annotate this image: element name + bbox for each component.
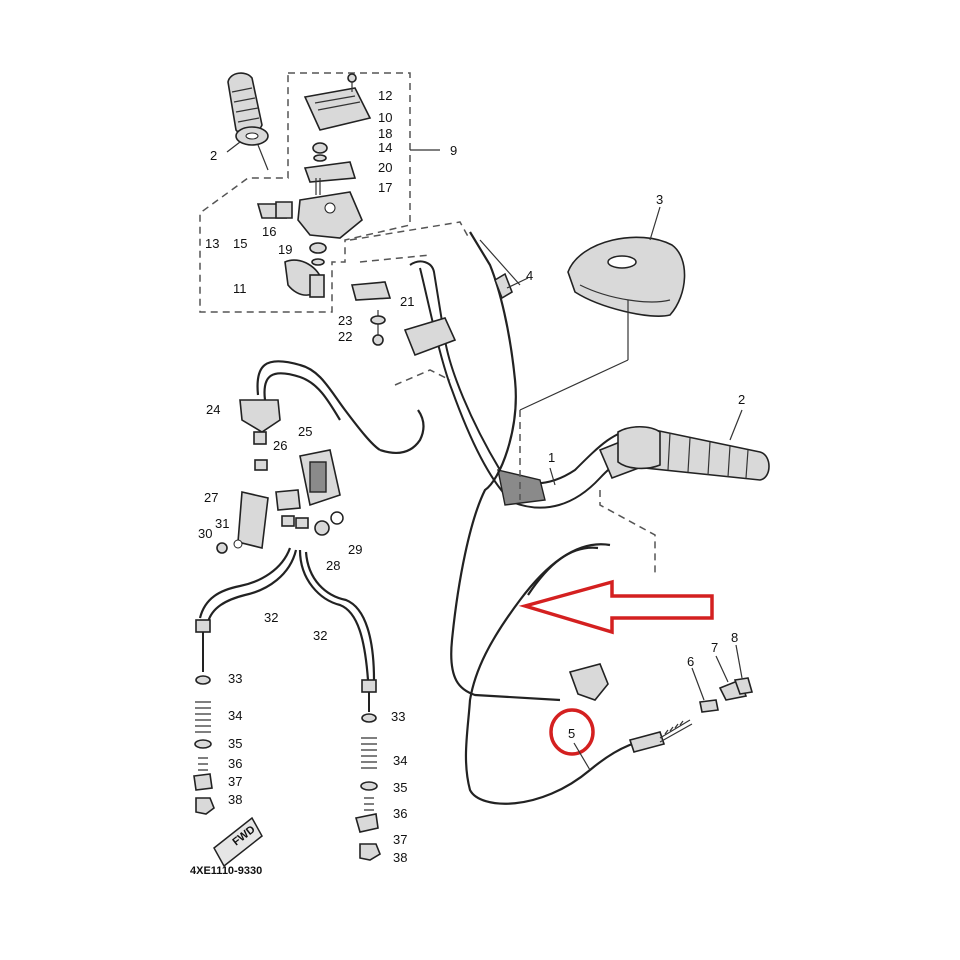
lever-perch-assembly xyxy=(256,73,392,346)
cover-3 xyxy=(567,236,686,317)
callouts: 1223456789101112131415161718192021222324… xyxy=(198,88,745,865)
callout-28: 28 xyxy=(326,558,340,573)
callout-35: 35 xyxy=(393,780,407,795)
callout-34: 34 xyxy=(228,708,242,723)
callout-6: 6 xyxy=(687,654,694,669)
callout-3: 3 xyxy=(656,192,663,207)
callout-37: 37 xyxy=(228,774,242,789)
callout-10: 10 xyxy=(378,110,392,125)
callout-22: 22 xyxy=(338,329,352,344)
callout-2: 2 xyxy=(738,392,745,407)
callout-32: 32 xyxy=(264,610,278,625)
callout-31: 31 xyxy=(215,516,229,531)
leader-3 xyxy=(649,206,661,241)
callout-8: 8 xyxy=(731,630,738,645)
callout-15: 15 xyxy=(233,236,247,251)
callout-2: 2 xyxy=(210,148,217,163)
callout-13: 13 xyxy=(205,236,219,251)
callout-33: 33 xyxy=(228,671,242,686)
callout-19: 19 xyxy=(278,242,292,257)
callout-5: 5 xyxy=(568,726,575,741)
callout-38: 38 xyxy=(228,792,242,807)
leader-1 xyxy=(549,467,556,486)
callout-36: 36 xyxy=(393,806,407,821)
right-grip xyxy=(617,425,770,481)
callout-11: 11 xyxy=(233,281,247,296)
callout-36: 36 xyxy=(228,756,242,771)
leader-2-right xyxy=(729,409,743,441)
callout-12: 12 xyxy=(378,88,392,103)
cable-4 xyxy=(450,231,561,702)
highlight-circle xyxy=(549,708,595,756)
part-code: 4XE1110-9330 xyxy=(190,865,262,877)
adjuster-parts xyxy=(628,644,754,753)
callout-4: 4 xyxy=(526,268,533,283)
callout-37: 37 xyxy=(393,832,407,847)
callout-21: 21 xyxy=(400,294,414,309)
cable-5 xyxy=(464,543,661,805)
callout-26: 26 xyxy=(273,438,287,453)
callout-29: 29 xyxy=(348,542,362,557)
callout-25: 25 xyxy=(298,424,312,439)
assembly-box-9 xyxy=(199,72,411,313)
highlight-arrow xyxy=(518,579,714,635)
brake-assembly-left xyxy=(195,360,425,693)
callout-23: 23 xyxy=(338,313,352,328)
callout-20: 20 xyxy=(378,160,392,175)
callout-27: 27 xyxy=(204,490,218,505)
callout-38: 38 xyxy=(393,850,407,865)
callout-35: 35 xyxy=(228,736,242,751)
callout-18: 18 xyxy=(378,126,392,141)
callout-7: 7 xyxy=(711,640,718,655)
callout-14: 14 xyxy=(378,140,392,155)
fwd-indicator: FWD xyxy=(213,816,263,868)
callout-30: 30 xyxy=(198,526,212,541)
left-grip xyxy=(226,72,269,171)
callout-33: 33 xyxy=(391,709,405,724)
callout-9: 9 xyxy=(450,143,457,158)
callout-24: 24 xyxy=(206,402,220,417)
callout-1: 1 xyxy=(548,450,555,465)
callout-16: 16 xyxy=(262,224,276,239)
left-hardware-stack xyxy=(193,632,215,815)
callout-32: 32 xyxy=(313,628,327,643)
right-hardware-stack xyxy=(354,692,381,861)
callout-17: 17 xyxy=(378,180,392,195)
callout-34: 34 xyxy=(393,753,407,768)
